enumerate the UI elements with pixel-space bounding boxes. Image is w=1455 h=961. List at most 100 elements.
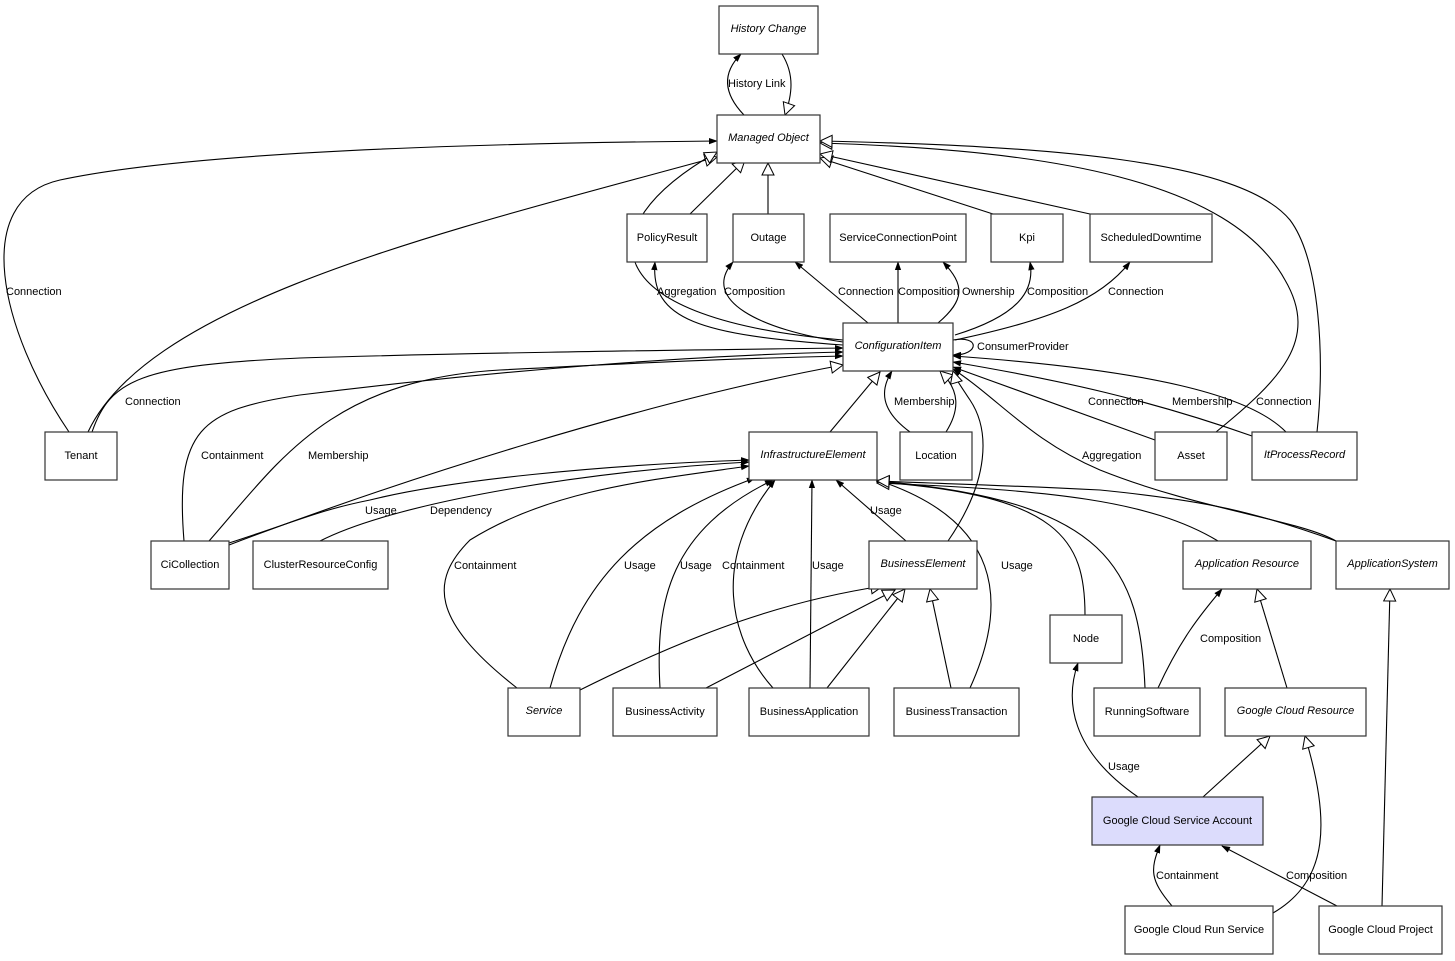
class-node-label: Asset [1177, 450, 1205, 462]
class-node-box[interactable] [252, 540, 389, 590]
edge-label-connection: Connection [1108, 286, 1164, 298]
generalization-edge-policy-result-to-managed-object [689, 160, 745, 215]
class-node-box[interactable] [1251, 431, 1358, 481]
class-node-service-connection-point[interactable]: ServiceConnectionPoint [829, 213, 967, 263]
class-node-box[interactable] [150, 540, 230, 590]
class-node-label: ItProcessRecord [1264, 449, 1346, 461]
class-node-google-cloud-service-account[interactable]: Google Cloud Service Account [1091, 796, 1264, 846]
class-node-label: ServiceConnectionPoint [839, 232, 956, 244]
class-node-google-cloud-resource[interactable]: Google Cloud Resource [1224, 687, 1367, 737]
generalization-edge-asset-to-managed-object [820, 143, 1299, 433]
class-node-box[interactable] [1124, 905, 1274, 955]
generalization-edge-business-application-to-business-element [826, 589, 905, 689]
edge-label-membership: Membership [308, 450, 369, 462]
class-node-box[interactable] [612, 687, 718, 737]
class-node-running-software[interactable]: RunningSoftware [1093, 687, 1201, 737]
edge-label-membership: Membership [894, 396, 955, 408]
class-node-label: InfrastructureElement [760, 449, 866, 461]
association-edge-tenant-to-managed-object [3, 137, 718, 433]
class-node-business-transaction[interactable]: BusinessTransaction [893, 687, 1020, 737]
generalization-edge-business-transaction-to-business-element [930, 589, 952, 689]
edge-label-connection: Connection [838, 286, 894, 298]
class-node-kpi[interactable]: Kpi [990, 213, 1064, 263]
class-node-box[interactable] [507, 687, 581, 737]
class-node-application-resource[interactable]: Application Resource [1182, 540, 1312, 590]
class-node-label: BusinessApplication [760, 706, 858, 718]
edge-label-aggregation: Aggregation [657, 286, 716, 298]
edge-label-usage: Usage [365, 505, 397, 517]
generalization-edge-scheduled-downtime-to-managed-object [820, 154, 1091, 215]
class-node-box[interactable] [990, 213, 1064, 263]
class-node-box[interactable] [716, 114, 821, 164]
class-node-google-cloud-project[interactable]: Google Cloud Project [1318, 905, 1443, 955]
class-node-label: Tenant [64, 450, 97, 462]
class-node-outage[interactable]: Outage [732, 213, 805, 263]
class-node-label: ClusterResourceConfig [264, 559, 378, 571]
class-node-business-activity[interactable]: BusinessActivity [612, 687, 718, 737]
class-node-box[interactable] [899, 431, 973, 481]
association-edge-location-to-configuration-item [884, 370, 911, 433]
class-node-business-application[interactable]: BusinessApplication [748, 687, 870, 737]
association-edge-ci-collection-to-infrastructure-element [228, 457, 750, 544]
edge-label-containment: Containment [1156, 870, 1218, 882]
class-node-business-element[interactable]: BusinessElement [868, 540, 978, 590]
edge-label-composition: Composition [1200, 633, 1261, 645]
class-node-box[interactable] [1335, 540, 1450, 590]
class-node-box[interactable] [842, 322, 954, 372]
class-node-service[interactable]: Service [507, 687, 581, 737]
class-node-location[interactable]: Location [899, 431, 973, 481]
class-node-history-change[interactable]: History Change [718, 5, 819, 55]
generalization-edge-google-cloud-project-to-application-system [1381, 589, 1390, 907]
association-edge-google-cloud-project-to-google-cloud-service-account [1221, 845, 1338, 907]
association-edge-google-cloud-service-account-to-node [1071, 662, 1139, 798]
class-node-it-process-record[interactable]: ItProcessRecord [1251, 431, 1358, 481]
class-node-box[interactable] [1049, 614, 1123, 664]
class-node-box[interactable] [1154, 431, 1228, 481]
class-node-application-system[interactable]: ApplicationSystem [1335, 540, 1450, 590]
class-node-box[interactable] [1224, 687, 1367, 737]
association-edge-ci-collection-to-configuration-item [181, 349, 844, 542]
edge-label-composition: Composition [898, 286, 959, 298]
class-node-infrastructure-element[interactable]: InfrastructureElement [748, 431, 878, 481]
class-node-box[interactable] [1093, 687, 1201, 737]
class-node-configuration-item[interactable]: ConfigurationItem [842, 322, 954, 372]
class-node-label: Outage [750, 232, 786, 244]
class-node-box[interactable] [748, 687, 870, 737]
class-node-tenant[interactable]: Tenant [44, 431, 118, 481]
class-node-ci-collection[interactable]: CiCollection [150, 540, 230, 590]
class-node-box[interactable] [1318, 905, 1443, 955]
association-edge-business-activity-to-infrastructure-element [658, 479, 774, 689]
generalization-edge-running-software-to-infrastructure-element [877, 481, 1146, 689]
class-node-box[interactable] [1089, 213, 1213, 263]
class-node-label: Google Cloud Run Service [1134, 924, 1264, 936]
association-edge-application-system-to-configuration-item [952, 368, 1337, 542]
class-node-box[interactable] [44, 431, 118, 481]
edge-label-history-link: History Link [728, 78, 786, 90]
generalization-edge-node-to-infrastructure-element [877, 482, 1086, 616]
association-edge-configuration-item-to-kpi [954, 261, 1035, 336]
class-node-label: Google Cloud Resource [1237, 705, 1354, 717]
class-node-policy-result[interactable]: PolicyResult [626, 213, 708, 263]
class-node-box[interactable] [732, 213, 805, 263]
class-node-box[interactable] [868, 540, 978, 590]
class-node-box[interactable] [748, 431, 878, 481]
association-edge-configuration-item-to-configuration-item [952, 338, 974, 359]
class-node-box[interactable] [829, 213, 967, 263]
association-edge-configuration-item-to-scheduled-downtime [954, 261, 1131, 341]
class-node-box[interactable] [1091, 796, 1264, 846]
class-node-label: Managed Object [728, 132, 810, 144]
association-edge-cluster-resource-config-to-infrastructure-element [319, 459, 750, 542]
class-node-google-cloud-run-service[interactable]: Google Cloud Run Service [1124, 905, 1274, 955]
class-node-box[interactable] [626, 213, 708, 263]
class-node-cluster-resource-config[interactable]: ClusterResourceConfig [252, 540, 389, 590]
association-edge-configuration-item-to-policy-result [651, 261, 844, 346]
class-node-label: BusinessTransaction [906, 706, 1008, 718]
class-node-node[interactable]: Node [1049, 614, 1123, 664]
class-node-managed-object[interactable]: Managed Object [716, 114, 821, 164]
class-node-box[interactable] [893, 687, 1020, 737]
class-node-scheduled-downtime[interactable]: ScheduledDowntime [1089, 213, 1213, 263]
class-node-asset[interactable]: Asset [1154, 431, 1228, 481]
class-node-box[interactable] [718, 5, 819, 55]
class-node-box[interactable] [1182, 540, 1312, 590]
